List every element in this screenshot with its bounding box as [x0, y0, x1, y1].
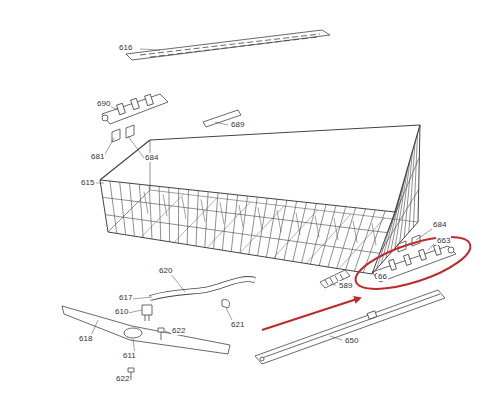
clip-left	[102, 94, 168, 124]
callout-number: 663	[436, 236, 451, 245]
rack-basket	[100, 125, 420, 274]
hook	[126, 125, 134, 138]
connector	[142, 305, 152, 315]
callout-number: 689	[230, 120, 245, 129]
callout-number: 589	[338, 281, 353, 290]
clip-pivot	[102, 115, 108, 121]
callout-number: 622	[115, 374, 130, 383]
clip-slot	[389, 259, 397, 270]
callout-number: 611	[122, 351, 137, 360]
tube-clip	[222, 300, 230, 308]
clip-slot	[145, 94, 154, 105]
arm-hub	[124, 328, 142, 338]
callout-number: 616	[118, 43, 133, 52]
callout-number: 617	[118, 293, 133, 302]
callout-number: 618	[78, 334, 93, 343]
callout-number: 610	[114, 307, 129, 316]
top-rail	[126, 30, 330, 60]
callout-number: 615	[80, 178, 95, 187]
tube-outline	[150, 279, 255, 298]
callout-number: 684	[144, 153, 159, 162]
callout-number: 620	[158, 266, 173, 275]
rail-edge	[262, 294, 440, 358]
clip-slot	[131, 98, 140, 109]
clip-slot	[434, 244, 442, 255]
clip-slot	[419, 249, 427, 260]
hook	[112, 129, 120, 142]
clip-pivot	[448, 247, 454, 253]
callout-number: 684	[432, 220, 447, 229]
callout-number: 690	[96, 99, 111, 108]
callout-number: 622	[171, 326, 186, 335]
tube	[150, 279, 255, 298]
callout-number: 66	[377, 272, 388, 281]
rail-roller	[260, 357, 264, 361]
spray-arm	[62, 306, 230, 354]
highlight-ellipse	[350, 226, 476, 299]
callout-number: 650	[344, 336, 359, 345]
leader-lines	[90, 49, 434, 378]
screw	[158, 328, 164, 340]
highlight-arrow	[262, 298, 360, 330]
slide-rail	[255, 290, 445, 364]
rail-ridges	[140, 34, 320, 57]
connector-pins	[145, 315, 149, 321]
clip-slot	[117, 103, 126, 114]
callout-number: 681	[90, 152, 105, 161]
callout-number: 621	[230, 320, 245, 329]
clip-slot	[404, 254, 412, 265]
rail-stop	[367, 311, 377, 319]
